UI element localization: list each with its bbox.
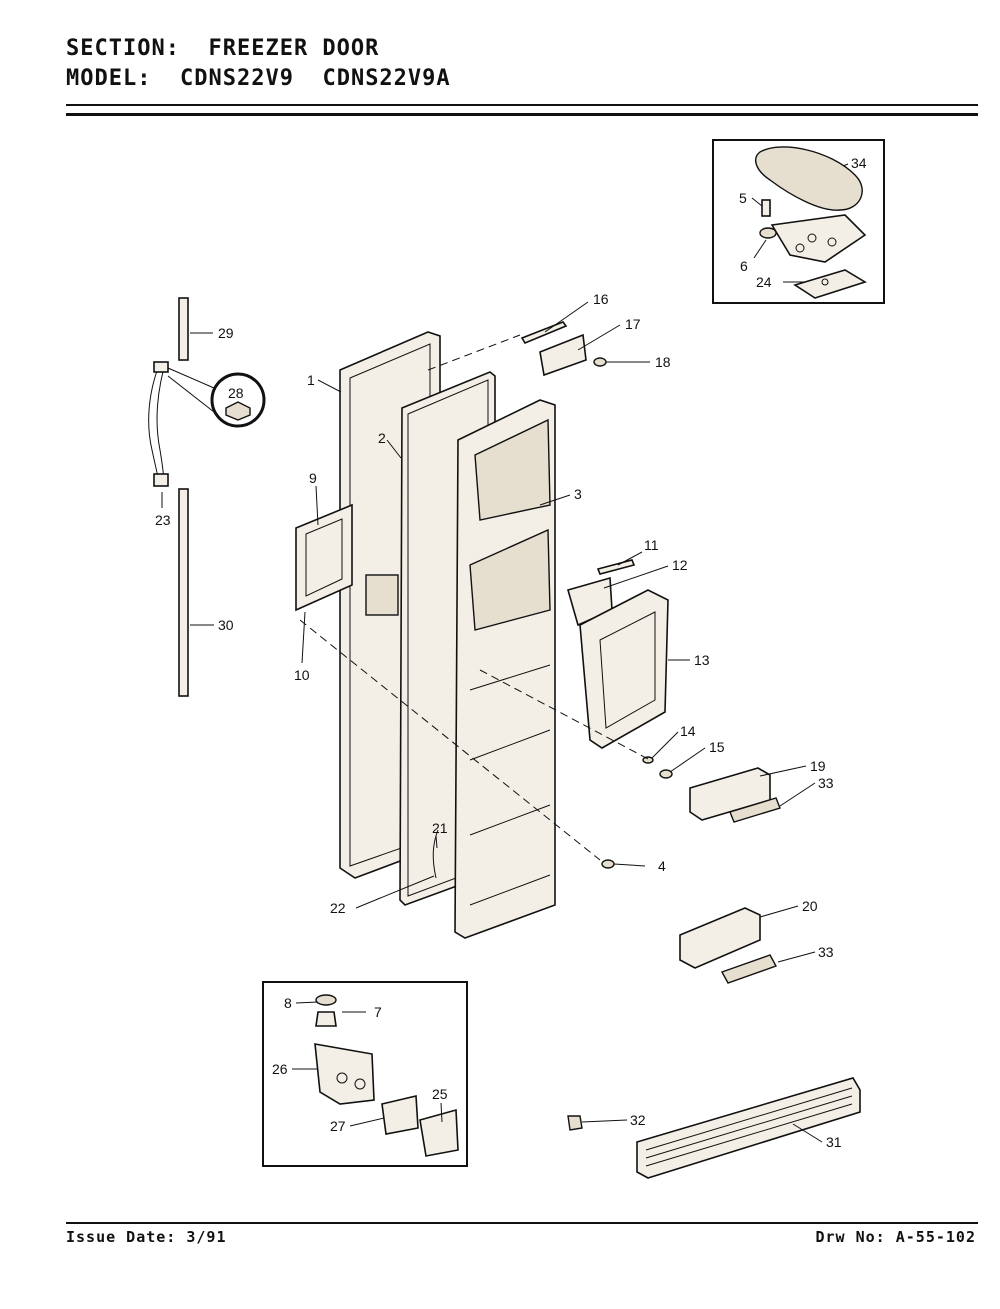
callout-14: 14 — [680, 723, 696, 739]
callout-29: 29 — [218, 325, 234, 341]
model-value-2: CDNS22V9A — [322, 66, 451, 91]
part-30-trim — [178, 488, 189, 697]
callout-34: 34 — [851, 155, 867, 171]
part-31-grille — [636, 1077, 861, 1179]
lower-hinge-inset-box — [262, 981, 468, 1167]
callout-12: 12 — [672, 557, 688, 573]
callout-22: 22 — [330, 900, 346, 916]
callout-26: 26 — [272, 1061, 288, 1077]
callout-33-a: 33 — [818, 775, 834, 791]
part-13-dispenser-housing — [579, 589, 669, 749]
drawing-number: Drw No: A-55-102 — [815, 1228, 976, 1246]
part-16-bracket — [520, 321, 568, 345]
part-14-washer — [642, 756, 654, 764]
model-label: MODEL: — [66, 66, 152, 91]
callout-28: 28 — [228, 385, 244, 401]
callout-labels: 1 2 3 4 5 6 7 8 9 10 11 12 13 14 15 16 1… — [155, 155, 867, 1150]
model-line: MODEL: CDNS22V9 CDNS22V9A — [66, 66, 451, 91]
section-label: SECTION: — [66, 36, 180, 61]
part-11-spring — [596, 559, 636, 575]
part-18-screw — [593, 357, 607, 367]
callout-33-b: 33 — [818, 944, 834, 960]
part-3-door-liner — [454, 399, 556, 939]
model-value-1: CDNS22V9 — [179, 66, 294, 91]
callout-1: 1 — [307, 372, 315, 388]
issue-date: Issue Date: 3/91 — [66, 1228, 227, 1246]
callout-11: 11 — [644, 537, 659, 553]
part-28-nut-detail — [210, 372, 266, 428]
hinge-inset-box — [712, 139, 885, 304]
callout-13: 13 — [694, 652, 710, 668]
part-21-wire — [432, 829, 439, 879]
callout-23: 23 — [155, 512, 171, 528]
part-34-hinge-cover — [754, 146, 863, 211]
part-6-washer — [759, 227, 777, 239]
callout-10: 10 — [294, 667, 310, 683]
callout-17: 17 — [625, 316, 641, 332]
callout-24: 24 — [756, 274, 772, 290]
callout-8: 8 — [284, 995, 292, 1011]
callout-15: 15 — [709, 739, 725, 755]
callout-27: 27 — [330, 1118, 346, 1134]
header-rule-bottom — [66, 113, 978, 116]
part-9-frame — [295, 503, 353, 612]
part-8-washer — [315, 994, 337, 1006]
part-23-wire — [148, 367, 161, 486]
callout-19: 19 — [810, 758, 826, 774]
part-29-trim — [178, 297, 189, 361]
part-17-bracket — [539, 333, 587, 377]
callout-25: 25 — [432, 1086, 448, 1102]
part-32-screw — [567, 1115, 583, 1131]
callout-18: 18 — [655, 354, 671, 370]
callout-6: 6 — [740, 258, 748, 274]
header-rule-top — [66, 104, 978, 106]
callout-31: 31 — [826, 1134, 842, 1150]
part-7-bushing — [315, 1011, 337, 1027]
part-hinge-plate — [770, 214, 867, 263]
leader-lines — [161, 163, 849, 1143]
callout-30: 30 — [218, 617, 234, 633]
section-value: FREEZER DOOR — [208, 36, 380, 61]
part-27-shim — [381, 1095, 419, 1135]
callout-32: 32 — [630, 1112, 646, 1128]
callout-7: 7 — [374, 1004, 382, 1020]
footer-rule — [66, 1222, 978, 1224]
part-25-hinge — [419, 1108, 459, 1157]
door-panel-label — [365, 574, 399, 616]
callout-16: 16 — [593, 291, 609, 307]
part-15-screw — [659, 769, 673, 779]
section-title: SECTION: FREEZER DOOR — [66, 36, 379, 61]
part-5-pin — [761, 199, 771, 217]
part-33-trim-a — [729, 797, 781, 823]
part-33-trim-b — [720, 954, 778, 984]
callout-5: 5 — [739, 190, 747, 206]
part-20-shelf — [679, 907, 761, 969]
callout-4: 4 — [658, 858, 666, 874]
part-4-screw — [601, 859, 615, 869]
callout-3: 3 — [574, 486, 582, 502]
callout-21: 21 — [432, 820, 448, 836]
callout-2: 2 — [378, 430, 386, 446]
callout-9: 9 — [309, 470, 317, 486]
part-24-shim — [793, 269, 867, 299]
callout-20: 20 — [802, 898, 818, 914]
